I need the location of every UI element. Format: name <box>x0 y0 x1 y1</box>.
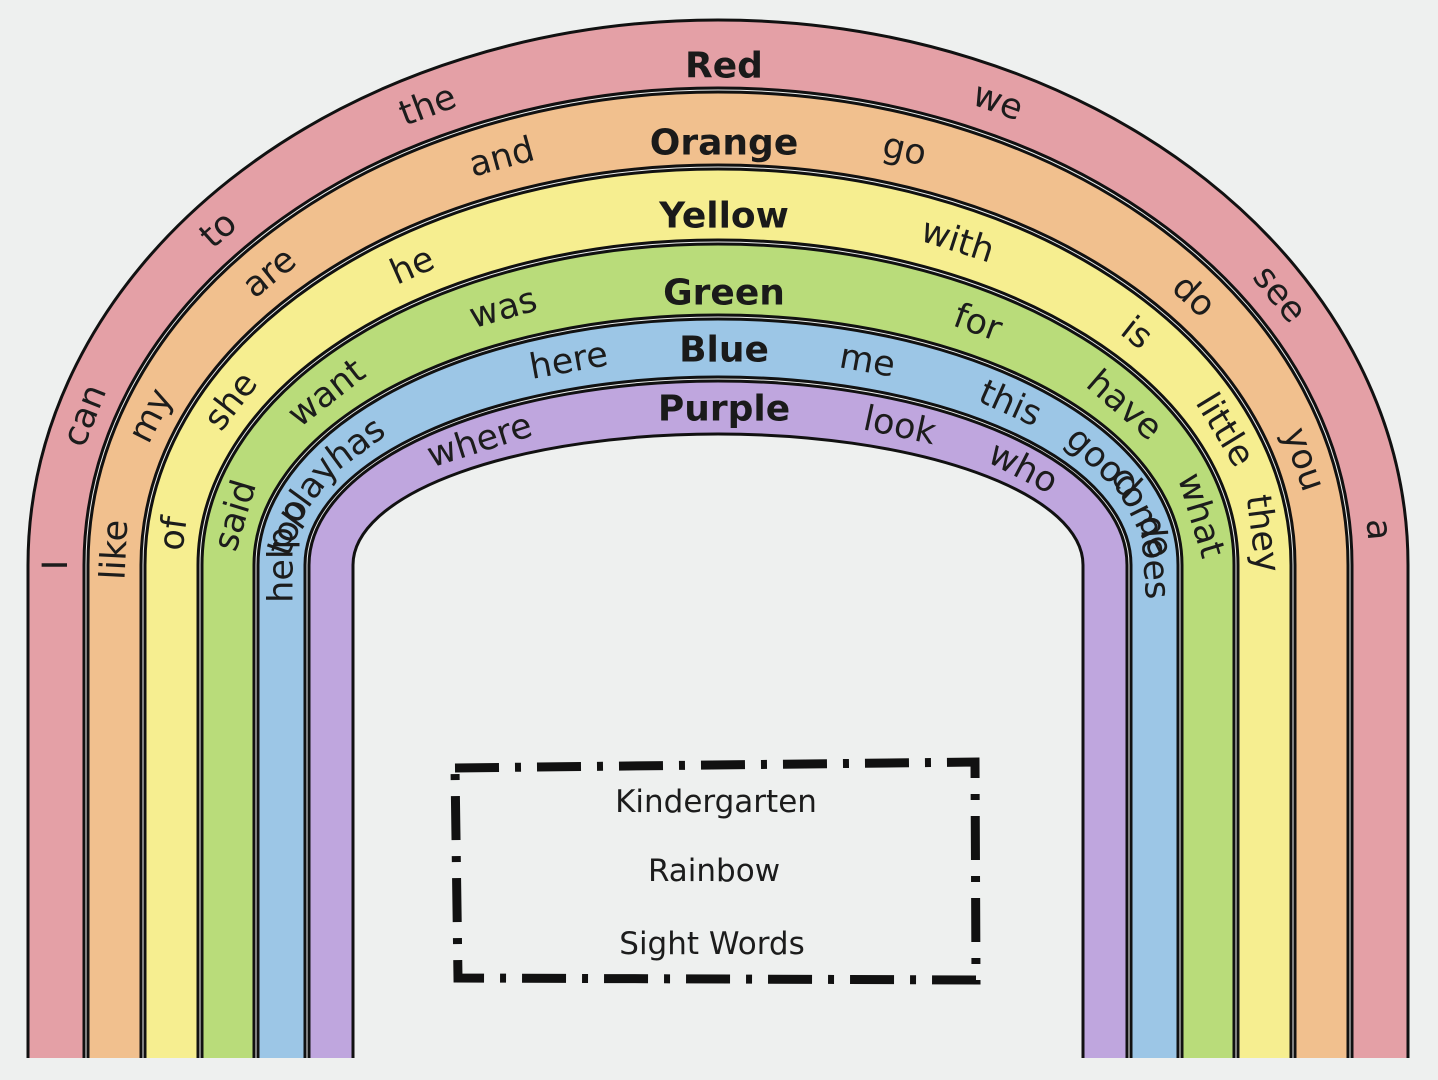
band-outline-0 <box>26 18 1410 1058</box>
band-outline-7 <box>252 313 1184 1058</box>
sight-word-like: like <box>93 519 136 581</box>
band-outline-4 <box>143 167 1293 1058</box>
sight-word-help: help <box>262 527 302 603</box>
sight-word-of: of <box>152 514 196 553</box>
title-box-line-1: Kindergarten <box>615 784 817 820</box>
band-title-yellow: Yellow <box>658 196 789 237</box>
band-outline-8 <box>256 317 1180 1058</box>
band-outline-9 <box>303 375 1133 1058</box>
title-box-border <box>450 757 981 985</box>
band-title-purple: Purple <box>658 389 790 430</box>
band-outline-6 <box>200 242 1236 1058</box>
title-box-line-3: Sight Words <box>619 926 804 962</box>
band-title-green: Green <box>663 273 785 314</box>
rainbow-outlines <box>26 18 1410 1058</box>
sight-word-does: does <box>1131 514 1177 600</box>
sight-word-me: me <box>836 336 898 385</box>
sight-word-I: I <box>36 560 76 570</box>
band-outline-11 <box>351 432 1085 1058</box>
band-title-orange: Orange <box>650 123 798 164</box>
band-outline-3 <box>139 163 1297 1058</box>
band-outline-10 <box>307 379 1129 1058</box>
sight-word-go: go <box>879 125 931 174</box>
band-outline-2 <box>86 90 1350 1058</box>
band-title-blue: Blue <box>679 330 769 371</box>
band-title-red: Red <box>685 46 763 87</box>
band-outline-1 <box>82 86 1354 1058</box>
band-outline-5 <box>196 238 1240 1058</box>
title-box: Kindergarten Rainbow Sight Words <box>450 757 981 985</box>
title-box-line-2: Rainbow <box>648 853 780 889</box>
sight-word-a: a <box>1358 517 1400 542</box>
